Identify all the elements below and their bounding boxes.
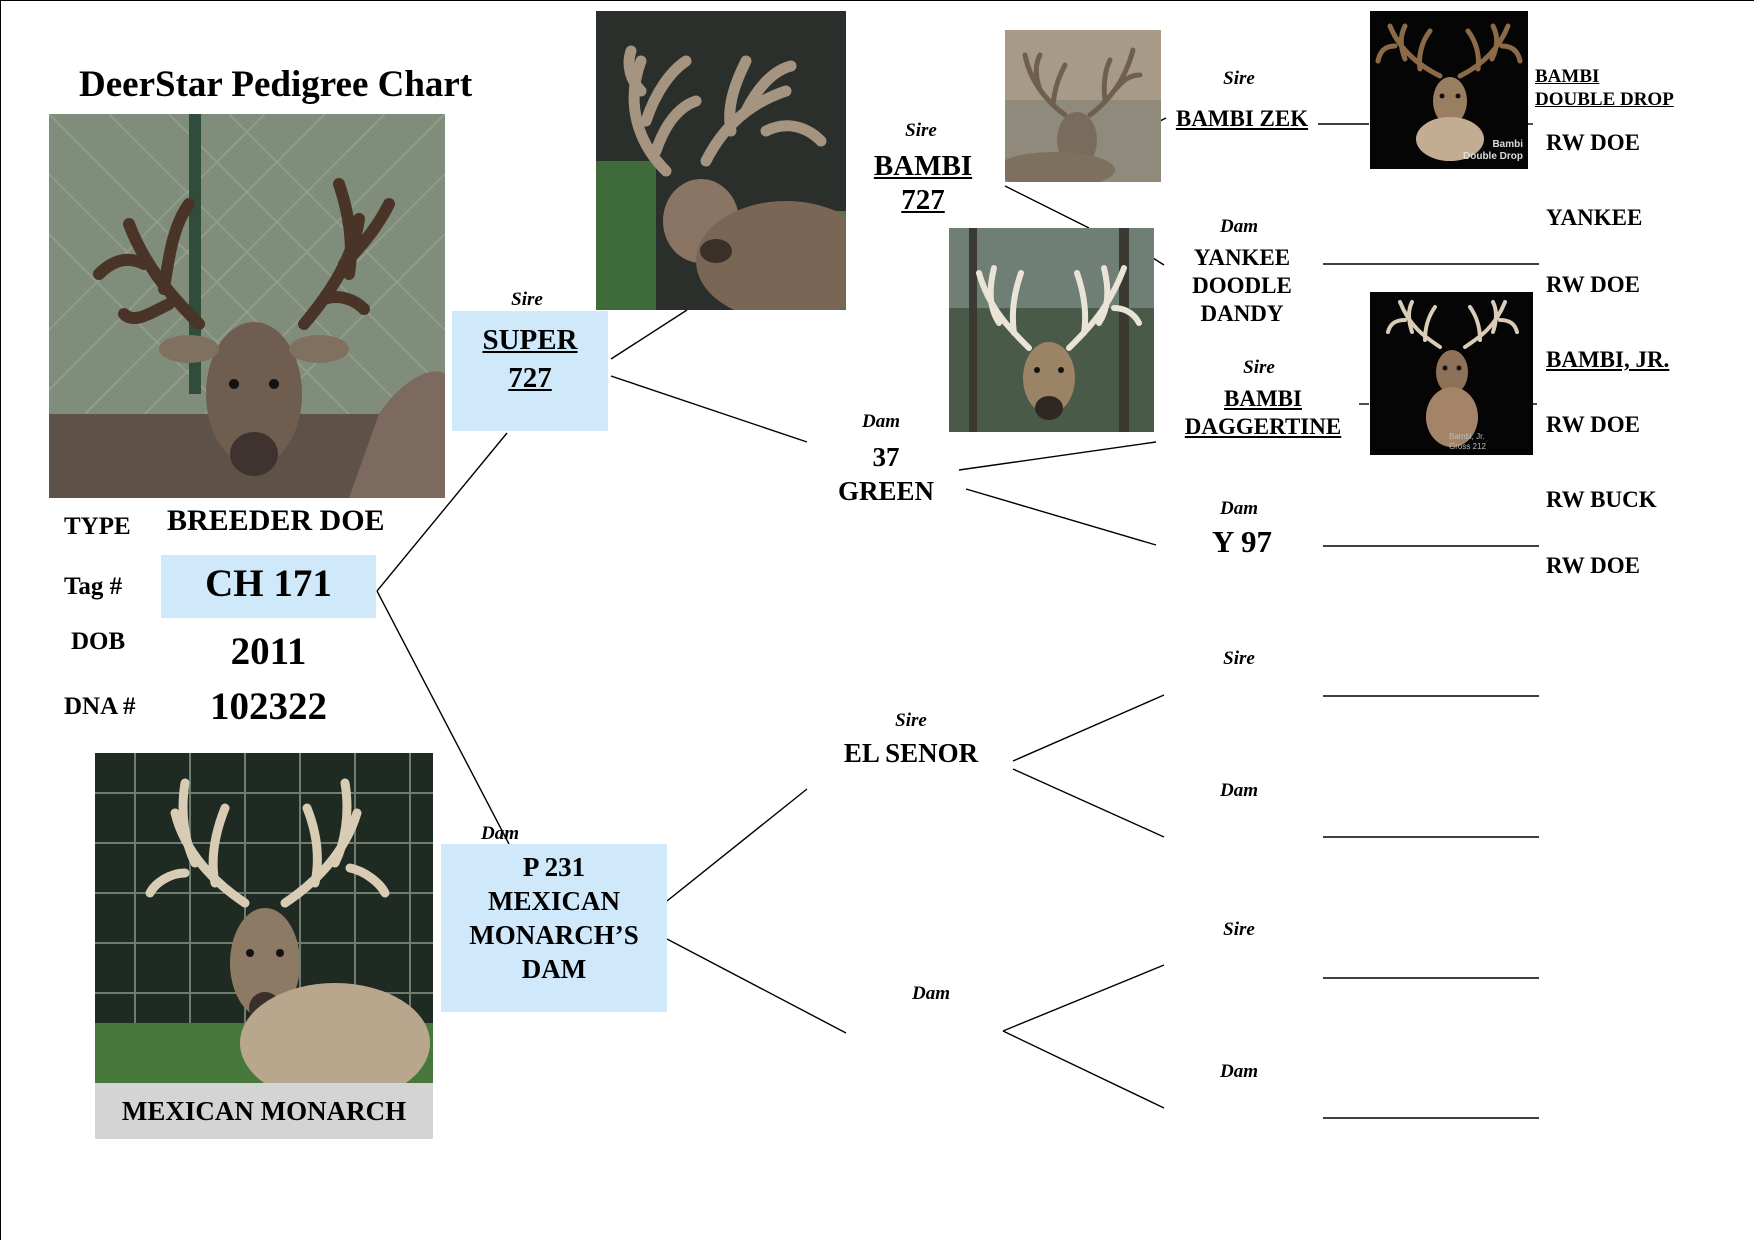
connector-bambi727-dam xyxy=(1004,185,1090,229)
p231-name-line-3: MONARCH’S xyxy=(469,920,639,950)
bambi727-name-line-2: 727 xyxy=(901,184,945,216)
mexican-monarch-caption: MEXICAN MONARCH xyxy=(95,1083,433,1139)
bambi-double-drop-photo-caption-line-1: Bambi xyxy=(1492,139,1523,150)
mexican-monarch-photo xyxy=(95,753,433,1083)
type-label: TYPE xyxy=(64,513,131,540)
bambi-jr-photo-caption-line-1: Bambi, Jr. xyxy=(1449,432,1485,441)
bambi727-role: Sire xyxy=(905,120,937,141)
connector-super-photo xyxy=(610,309,688,360)
connector-subject-sire xyxy=(376,432,508,592)
green37-name-line-2: GREEN xyxy=(837,476,935,506)
bambi-daggertine-line-2: DAGGERTINE xyxy=(1184,414,1342,439)
blank-dam-role-2: Dam xyxy=(1220,1061,1258,1082)
bambi-double-drop-photo xyxy=(1370,11,1528,169)
connector-elsenor-sire xyxy=(1012,694,1165,762)
leaf-bambi-double-drop-line-1: BAMBI xyxy=(1535,66,1600,87)
leaf-rw-doe-1: RW DOE xyxy=(1546,130,1640,155)
gen2-dam-role: Dam xyxy=(912,983,950,1004)
bambi-zek-name: BAMBI ZEK xyxy=(1175,106,1309,131)
leaf-bambi-jr: BAMBI, JR. xyxy=(1546,347,1670,372)
dna-value: 102322 xyxy=(210,685,327,728)
green37-role: Dam xyxy=(862,411,900,432)
connector-subject-dam xyxy=(376,590,510,845)
p231-box xyxy=(441,844,667,1012)
tag-value: CH 171 xyxy=(205,562,332,605)
bambi-daggertine-name: BAMBI DAGGERTINE xyxy=(1173,385,1353,441)
p231-name-line-2: MEXICAN xyxy=(488,886,620,916)
bambi-jr-photo-caption: Bambi, Jr. Gross 212 xyxy=(1449,432,1529,452)
p231-role: Dam xyxy=(481,823,519,844)
elsenor-name: EL SENOR xyxy=(821,739,1001,768)
connector-p231-dam xyxy=(666,938,847,1034)
blank-sire-role-2: Sire xyxy=(1223,919,1255,940)
bambi-daggertine-role: Sire xyxy=(1243,357,1275,378)
dna-label: DNA # xyxy=(64,693,136,720)
bambi727-name: BAMBI 727 xyxy=(863,149,983,217)
leaf-bambi-double-drop-line-2: DOUBLE DROP xyxy=(1535,89,1674,110)
p231-name: P 231 MEXICAN MONARCH’S DAM xyxy=(441,850,667,986)
leaf-bambi-double-drop: BAMBI DOUBLE DROP xyxy=(1535,65,1674,111)
bambi-zek-photo xyxy=(1005,30,1161,182)
connector-super-green xyxy=(610,375,808,443)
blank-dam-role-1: Dam xyxy=(1220,780,1258,801)
super727-name-line-1: SUPER xyxy=(482,324,578,356)
dob-label: DOB xyxy=(71,628,126,655)
super727-name-line-2: 727 xyxy=(508,362,552,394)
type-value: BREEDER DOE xyxy=(167,504,385,537)
bambi-double-drop-photo-caption: Bambi Double Drop xyxy=(1441,139,1523,163)
leaf-rw-doe-3: RW DOE xyxy=(1546,412,1640,437)
connector-yankee-tick xyxy=(1152,257,1165,266)
connector-dam-dam xyxy=(1002,1030,1165,1109)
connector-p231-elsenor xyxy=(666,788,808,902)
super727-role: Sire xyxy=(511,289,543,310)
green37-name: 37 GREEN xyxy=(821,440,951,508)
super727-name: SUPER 727 xyxy=(452,321,608,397)
bambi-jr-photo xyxy=(1370,292,1533,455)
y97-name: Y 97 xyxy=(1212,524,1272,559)
bambi-double-drop-photo-caption-line-2: Double Drop xyxy=(1463,151,1523,162)
bambi-daggertine-line-1: BAMBI xyxy=(1224,386,1302,411)
yankee-doodle-dandy-photo xyxy=(949,228,1154,432)
connector-elsenor-dam xyxy=(1012,768,1165,838)
tag-box xyxy=(161,555,376,618)
leaf-rw-buck: RW BUCK xyxy=(1546,487,1657,512)
p231-name-line-1: P 231 xyxy=(522,852,586,882)
blank-sire-role-1: Sire xyxy=(1223,648,1255,669)
leaf-rw-doe-4: RW DOE xyxy=(1546,553,1640,578)
y97-role: Dam xyxy=(1220,498,1258,519)
connector-green-daggertine xyxy=(958,441,1157,471)
bambi727-name-line-1: BAMBI xyxy=(873,150,973,182)
super727-box xyxy=(452,311,608,431)
yankee-doodle-dandy-role: Dam xyxy=(1220,216,1258,237)
yankee-doodle-dandy-line-3: DANDY xyxy=(1200,301,1284,326)
green37-name-line-1: 37 xyxy=(872,442,900,472)
connector-dam-sire xyxy=(1002,964,1165,1032)
bambi-jr-photo-caption-line-2: Gross 212 xyxy=(1449,442,1486,451)
bambi-zek-role: Sire xyxy=(1223,68,1255,89)
leaf-rw-doe-2: RW DOE xyxy=(1546,272,1640,297)
yankee-doodle-dandy-line-1: YANKEE xyxy=(1193,245,1291,270)
p231-name-line-4: DAM xyxy=(521,954,587,984)
super727-photo xyxy=(596,11,846,310)
elsenor-role: Sire xyxy=(895,710,927,731)
dob-value: 2011 xyxy=(230,630,307,673)
tag-label: Tag # xyxy=(64,573,123,600)
elsenor-name-line-1: EL SENOR xyxy=(843,738,979,768)
leaf-yankee: YANKEE xyxy=(1546,205,1643,230)
yankee-doodle-dandy-line-2: DOODLE xyxy=(1192,273,1292,298)
subject-doe-photo xyxy=(49,114,445,498)
chart-title: DeerStar Pedigree Chart xyxy=(79,64,473,105)
yankee-doodle-dandy-name: YANKEE DOODLE DANDY xyxy=(1167,244,1317,328)
connector-green-y97 xyxy=(965,488,1157,546)
